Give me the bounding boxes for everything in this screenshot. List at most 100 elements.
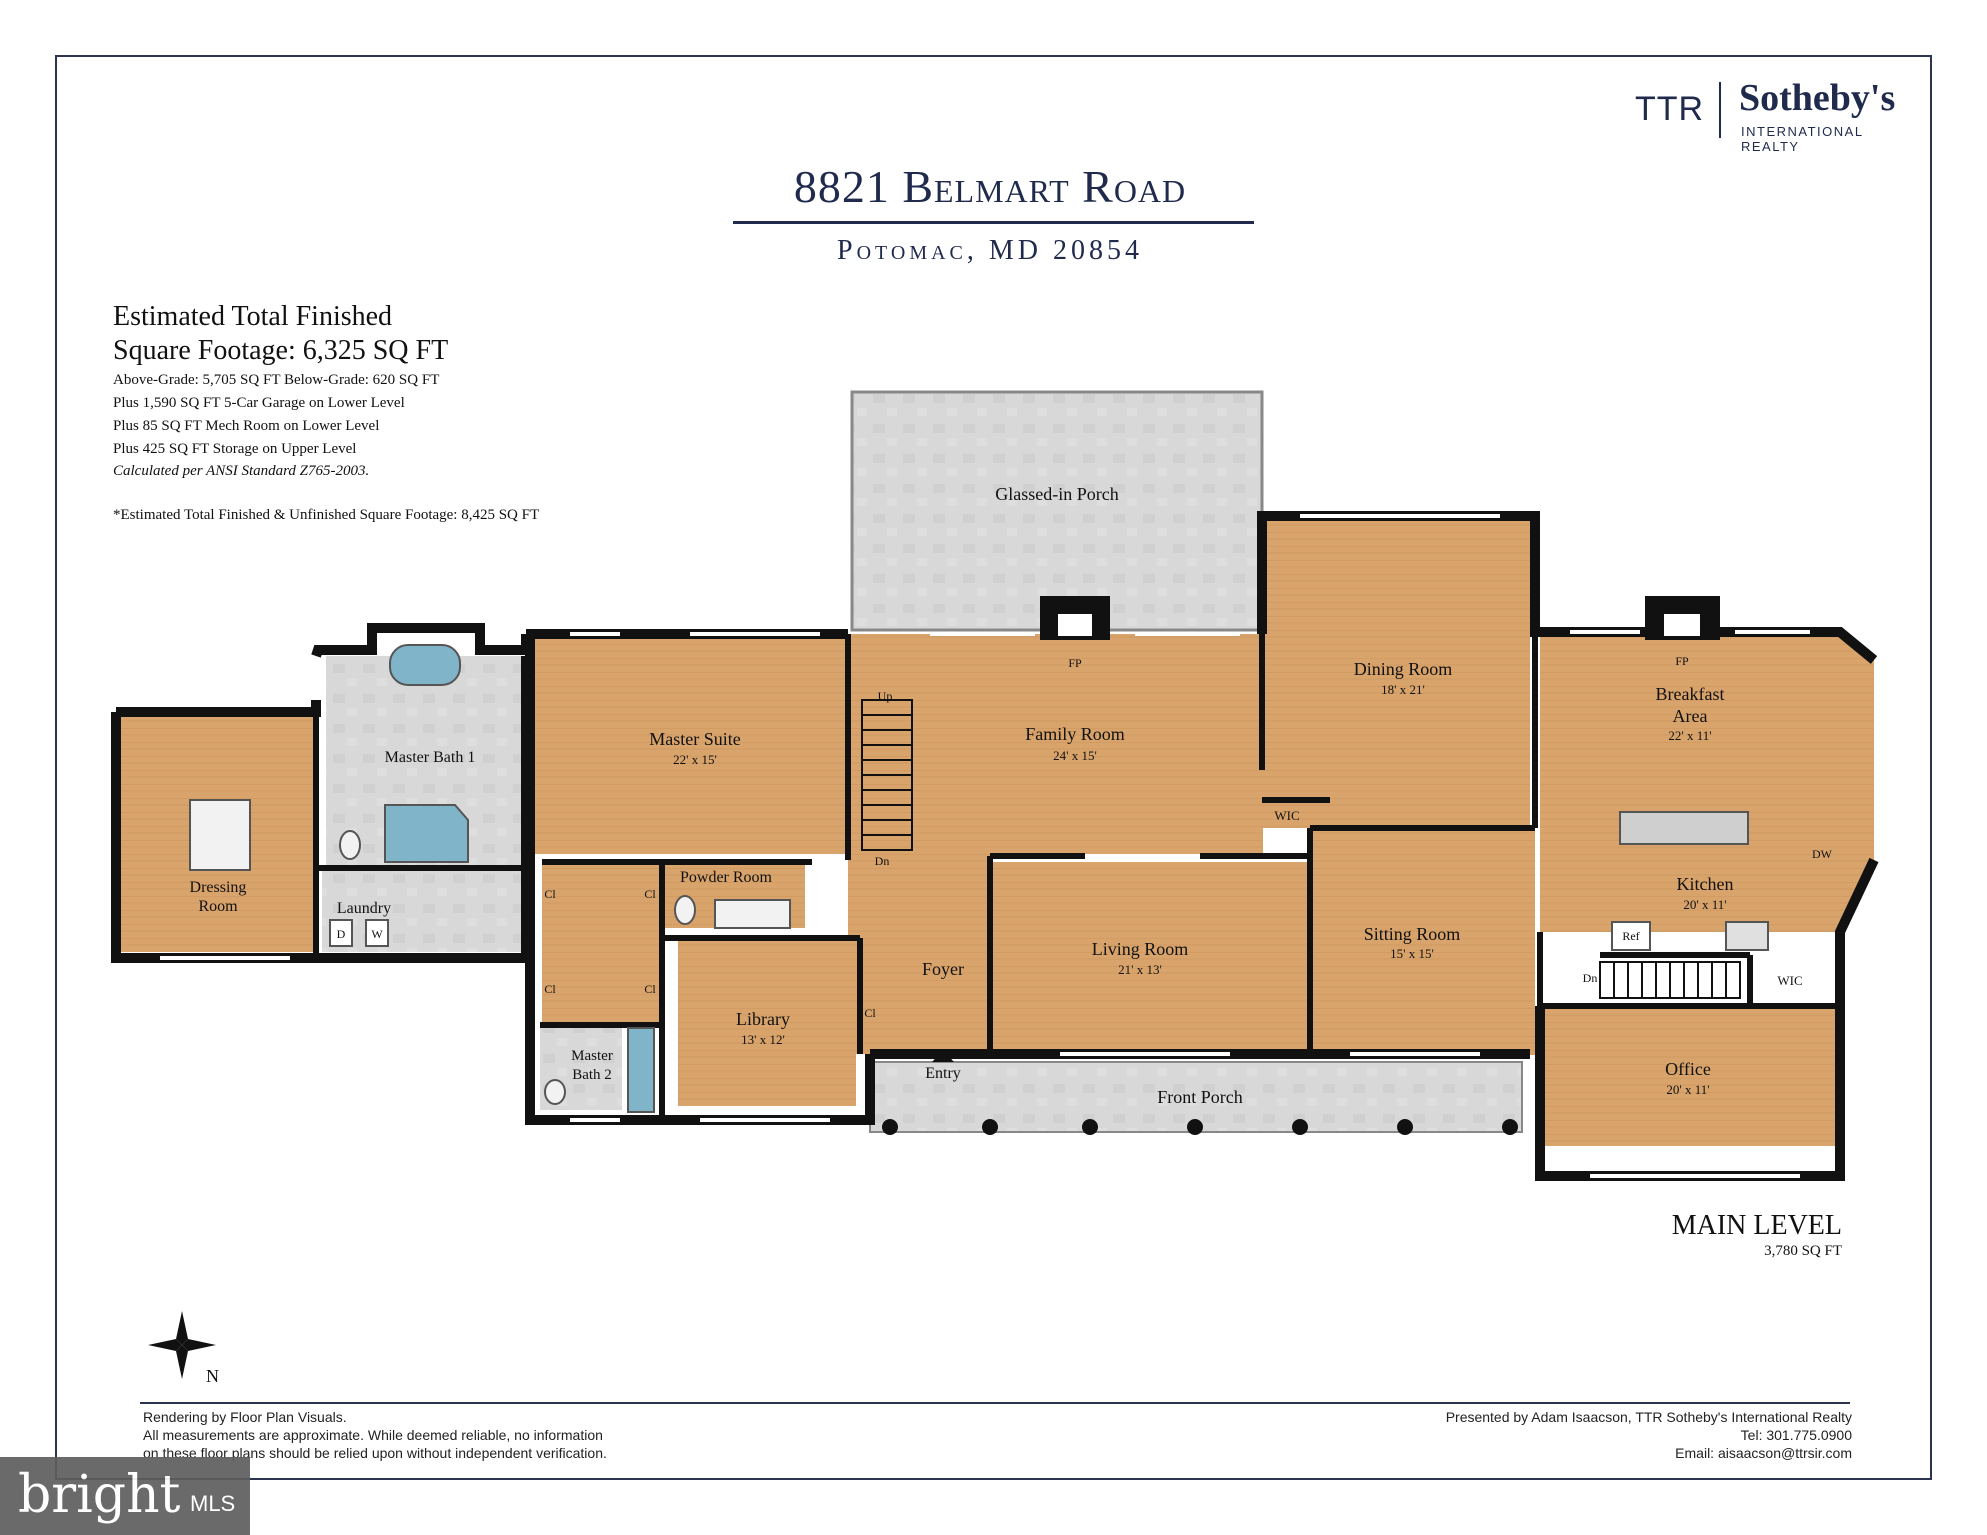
room-size: 22' x 15'	[673, 752, 717, 767]
footer-contact: Presented by Adam Isaacson, TTR Sotheby'…	[1446, 1408, 1852, 1462]
appliance-label: DW	[1812, 847, 1833, 861]
living-room-floor	[990, 862, 1310, 1055]
porch-columns	[882, 1119, 1518, 1135]
room-size: 13' x 12'	[741, 1032, 785, 1047]
sqft-heading-line2: Square Footage: 6,325 SQ FT	[113, 335, 449, 366]
master-suite-floor	[528, 634, 848, 854]
fireplace-label: FP	[1068, 656, 1082, 670]
brand-sothebys: Sotheby's	[1739, 77, 1896, 119]
room-size: 18' x 21'	[1381, 682, 1425, 697]
room-label: Kitchen	[1677, 874, 1734, 894]
room-label: Library	[736, 1009, 790, 1029]
bright-mls-watermark: bright MLS	[0, 1457, 250, 1535]
stairs	[861, 699, 1741, 999]
room-label: Entry	[925, 1065, 961, 1082]
appliance-label: D	[337, 927, 346, 941]
fixtures	[189, 644, 1769, 1113]
room-label: Breakfast	[1656, 684, 1725, 704]
sqft-line: Calculated per ANSI Standard Z765-2003.	[113, 463, 370, 479]
room-size: 24' x 15'	[1053, 748, 1097, 763]
brand-divider	[1719, 82, 1721, 138]
room-label: Master Bath 1	[385, 749, 476, 766]
appliance-label: W	[371, 927, 383, 941]
room-label: Dining Room	[1354, 659, 1453, 679]
watermark-mls: MLS	[190, 1491, 236, 1516]
brand-international-realty: INTERNATIONAL REALTY	[1741, 124, 1864, 154]
compass-rose-icon	[148, 1311, 216, 1379]
vanity-icon	[714, 899, 791, 929]
cooktop-icon	[1725, 921, 1769, 951]
dining-room-floor	[1262, 516, 1530, 828]
level-name: MAIN LEVEL	[1671, 1210, 1842, 1241]
watermark-brand: bright	[18, 1465, 181, 1525]
kitchen-island-icon	[1619, 811, 1749, 845]
closet-label: WIC	[1777, 973, 1802, 988]
sqft-line: Plus 425 SQ FT Storage on Upper Level	[113, 441, 357, 457]
fireplaces	[1040, 596, 1720, 640]
compass-north-label: N	[206, 1366, 219, 1386]
footer-line: All measurements are approximate. While …	[143, 1427, 603, 1443]
room-label: Bath 2	[572, 1067, 612, 1083]
footer-line: Presented by Adam Isaacson, TTR Sotheby'…	[1445, 1409, 1852, 1425]
family-room-floor	[848, 634, 1263, 854]
toilet-icon	[339, 830, 361, 860]
sitting-room-floor	[1310, 830, 1535, 1055]
sqft-note: *Estimated Total Finished & Unfinished S…	[113, 507, 540, 523]
room-label: Dressing	[190, 879, 247, 896]
room-label: Living Room	[1092, 939, 1189, 959]
office-floor	[1540, 1006, 1838, 1146]
brand-logo: TTR Sotheby's INTERNATIONAL REALTY	[1635, 77, 1915, 154]
room-size: 21' x 13'	[1118, 962, 1162, 977]
appliance-label: Ref	[1622, 929, 1639, 943]
bed-icon	[189, 799, 251, 871]
bathtub-icon	[389, 644, 461, 686]
laundry-floor	[322, 868, 524, 952]
room-label: Sitting Room	[1364, 924, 1461, 944]
sqft-line: Above-Grade: 5,705 SQ FT Below-Grade: 62…	[113, 372, 440, 388]
property-subtitle: Potomac, MD 20854	[837, 235, 1143, 266]
sqft-heading: Estimated Total Finished Square Footage:…	[113, 300, 448, 368]
footer-line: on these floor plans should be relied up…	[143, 1445, 607, 1461]
closet-label: Cl	[544, 982, 556, 996]
room-label: Family Room	[1025, 724, 1125, 744]
sqft-line: Plus 1,590 SQ FT 5-Car Garage on Lower L…	[113, 395, 405, 411]
glassed-porch-floor	[850, 390, 1264, 632]
refrigerator-icon	[1611, 921, 1651, 951]
interior-walls	[313, 516, 1840, 1120]
room-label: Master Suite	[649, 729, 741, 749]
windows	[160, 514, 1810, 1178]
entry-arrow-icon	[932, 1050, 954, 1062]
shower-icon	[384, 804, 469, 863]
room-label: Powder Room	[680, 869, 773, 886]
page-frame	[55, 55, 1932, 1480]
closet-label: Cl	[864, 1006, 876, 1020]
closet-label: Cl	[644, 887, 656, 901]
closet-label: WIC	[1274, 808, 1299, 823]
footer-line: Email: aisaacson@ttrsir.com	[1675, 1445, 1852, 1461]
closet-label: Cl	[644, 982, 656, 996]
room-label: Glassed-in Porch	[995, 484, 1118, 504]
stair-label: Dn	[875, 854, 890, 868]
library-floor	[678, 938, 856, 1106]
washer-icon	[329, 919, 353, 947]
room-label: Front Porch	[1157, 1087, 1243, 1107]
footer-rule	[140, 1402, 1850, 1404]
foyer-floor	[848, 854, 990, 1054]
footer-disclaimer: Rendering by Floor Plan Visuals. All mea…	[143, 1408, 607, 1462]
room-label: Office	[1665, 1059, 1711, 1079]
room-label: Room	[198, 898, 238, 915]
room-label: Master	[571, 1048, 613, 1064]
breakfast-kitchen-floor	[1540, 632, 1874, 932]
room-label: Foyer	[922, 959, 964, 979]
sqft-heading-line1: Estimated Total Finished	[113, 301, 393, 332]
room-size: 20' x 11'	[1666, 1082, 1709, 1097]
title-rule	[733, 221, 1254, 224]
toilet-icon	[674, 895, 696, 925]
level-sqft: 3,780 SQ FT	[1764, 1243, 1842, 1259]
property-title: 8821 Belmart Road	[793, 161, 1187, 212]
shower-icon	[627, 1027, 655, 1113]
room-label: Area	[1673, 706, 1708, 726]
brand-ttr: TTR	[1635, 90, 1705, 128]
footer-line: Rendering by Floor Plan Visuals.	[143, 1409, 347, 1425]
